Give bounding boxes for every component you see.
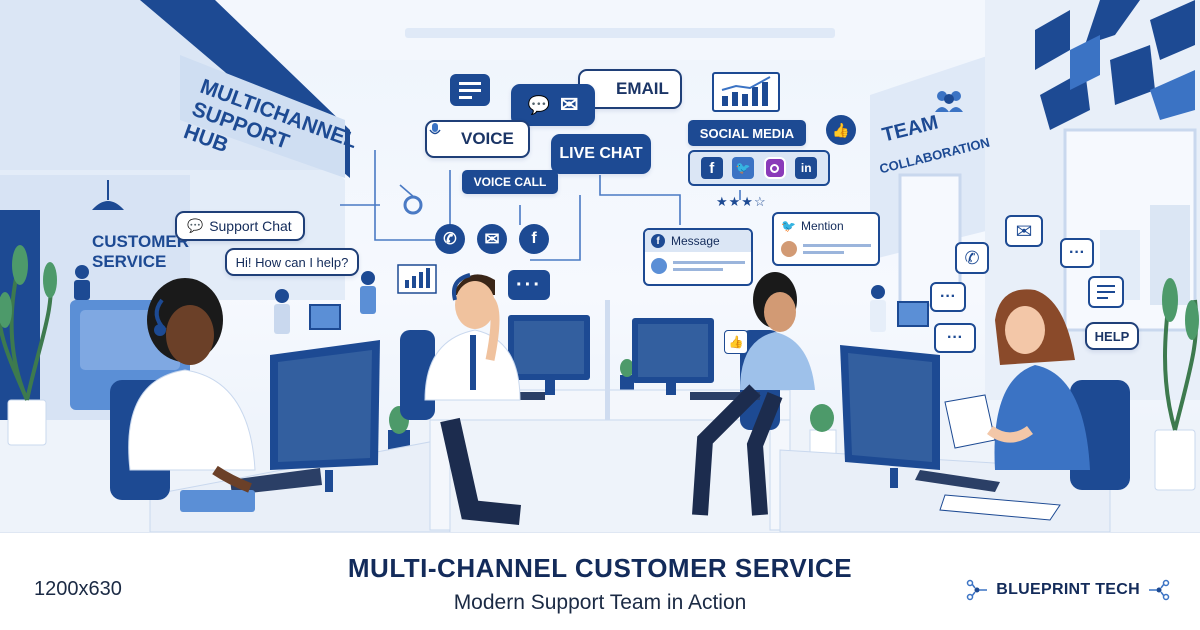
email-icon: ✉ [477,224,507,254]
help-label: HELP [1094,328,1130,344]
page-title: MULTI-CHANNEL CUSTOMER SERVICE [347,553,853,583]
message-card: f Message [643,228,753,286]
customer-service-sign: CUSTOMER SERVICE [92,232,189,271]
chat-icon: 💬 [187,218,204,233]
support-chat-label: Support Chat [209,218,292,234]
twitter-icon: 🐦 [732,157,755,179]
email-icon: ✉ [1005,215,1043,247]
office-background [0,0,1200,532]
greeting-label: Hi! How can I help? [235,254,349,270]
document-icon [1088,276,1124,308]
size-label: 1200x630 [34,578,122,600]
avatar [781,241,797,257]
phone-icon: ✆ [435,224,465,254]
chat-icon: ··· [934,323,976,353]
twitter-icon: 🐦 [781,219,796,233]
chat-icon: 💬 [527,94,550,115]
microphone-icon [429,123,455,147]
support-chat-bubble: 💬 Support Chat [175,211,305,241]
social-media-bubble: SOCIAL MEDIA [688,120,806,146]
message-label: Message [671,234,720,248]
like-icon: 👍 [826,115,856,145]
voice-bubble: VOICE [425,120,530,158]
email-label: EMAIL [616,79,669,98]
facebook-icon: f [651,234,665,248]
office-illustration: MULTICHANNEL SUPPORT HUB CUSTOMER SERVIC… [0,0,1200,532]
voice-call-label: VOICE CALL [473,175,547,189]
mention-card: 🐦 Mention [772,212,880,266]
avatar [651,258,667,274]
voice-call-bubble: VOICE CALL [462,170,558,194]
footer-banner: 1200x630 MULTI-CHANNEL CUSTOMER SERVICE … [0,532,1200,630]
social-media-label: SOCIAL MEDIA [699,125,795,141]
bar-chart-icon [712,72,780,112]
live-chat-label: LIVE CHAT [559,145,643,162]
facebook-icon: f [519,224,549,254]
email-icon: ✉ [559,92,579,117]
mention-label: Mention [800,219,844,233]
page-subtitle: Modern Support Team in Action [453,591,747,614]
brand-name: BLUEPRINT TECH [996,581,1140,598]
chat-icon: ··· [930,282,966,312]
facebook-icon: f [700,157,723,179]
team-icon [932,88,966,114]
phone-icon: ✆ [955,242,989,274]
chat-icon [450,74,490,106]
chat-icon: ··· [508,270,550,300]
email-bubble: EMAIL [578,69,682,109]
brand-network-icon [966,579,988,601]
live-chat-bubble: LIVE CHAT [551,134,651,174]
greeting-bubble: Hi! How can I help? [225,248,359,276]
brand-network-icon [1149,579,1170,601]
linkedin-icon: in [795,157,818,179]
rating-stars: ★★★☆ [716,194,767,209]
chat-icon: ··· [1060,238,1094,268]
instagram-icon [763,157,786,179]
brand-logo: BLUEPRINT TECH [966,579,1170,601]
voice-label: VOICE [461,129,514,148]
social-icons-panel: f 🐦 in [688,150,830,186]
chat-email-bubble: 💬 ✉ [511,84,595,126]
like-icon: 👍 [724,330,748,354]
help-bubble: HELP [1085,322,1139,350]
